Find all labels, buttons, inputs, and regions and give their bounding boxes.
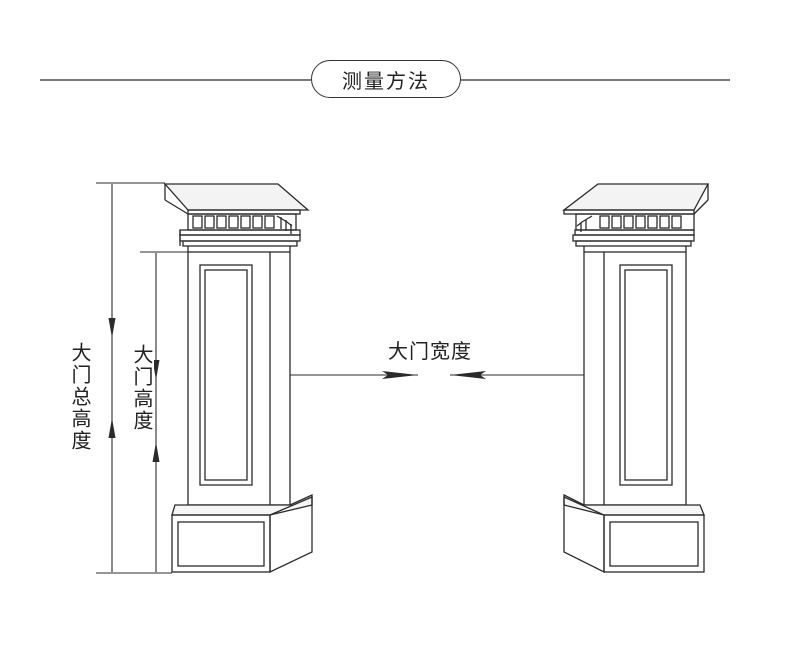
right-pillar-icon bbox=[562, 183, 710, 574]
left-pillar-icon bbox=[163, 183, 313, 574]
gate-height-dimension bbox=[140, 251, 188, 572]
gate-height-label: 大门高度 bbox=[130, 344, 154, 432]
total-height-label: 大门总高度 bbox=[68, 342, 92, 452]
total-height-dimension bbox=[96, 182, 172, 574]
gate-width-label: 大门宽度 bbox=[388, 339, 472, 363]
page-title: 测量方法 bbox=[311, 60, 461, 98]
gate-width-dimension bbox=[290, 371, 584, 379]
